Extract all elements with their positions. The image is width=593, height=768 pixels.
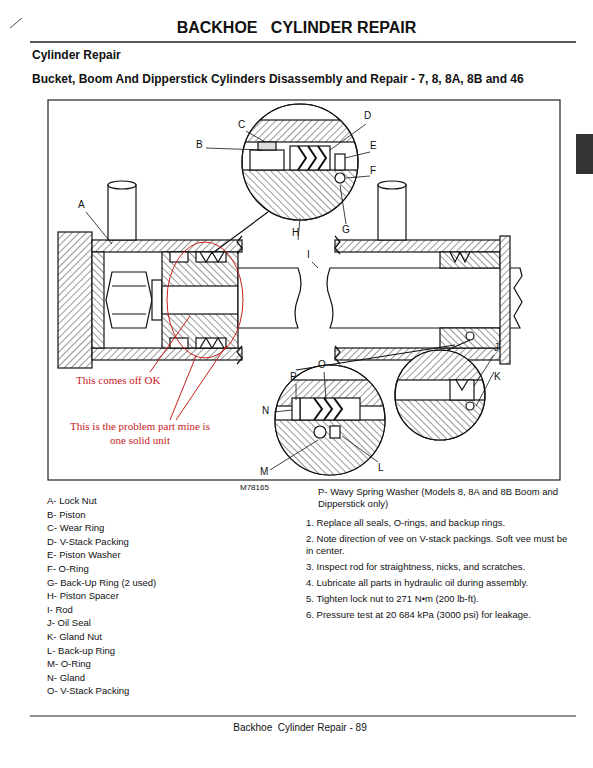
- callout-letter: L: [378, 462, 384, 475]
- section-heading: Cylinder Repair: [32, 48, 332, 63]
- part-legend-item: D- V-Stack Packing: [47, 536, 297, 548]
- part-legend-item: G- Back-Up Ring (2 used): [47, 577, 297, 589]
- repair-step: 4. Lubricate all parts in hydraulic oil …: [306, 577, 568, 589]
- callout-letter: P: [290, 371, 297, 384]
- callout-letter: A: [78, 199, 85, 212]
- repair-step: 6. Pressure test at 20 684 kPa (3000 psi…: [306, 609, 568, 621]
- repair-step: 2. Note direction of vee on V-stack pack…: [306, 533, 568, 557]
- callout-letter: G: [342, 224, 350, 237]
- callout-letter: J: [494, 342, 499, 355]
- callout-letter: E: [370, 140, 377, 153]
- callout-letter: N: [262, 405, 269, 418]
- handwritten-note: This is the problem part mine is one sol…: [70, 420, 210, 448]
- page-footer: Backhoe Cylinder Repair - 89: [160, 722, 440, 735]
- figure-number: M78165: [240, 483, 300, 493]
- callout-letter: F: [370, 165, 376, 178]
- callout-letter: B: [196, 139, 203, 152]
- part-legend-item: I- Rod: [47, 604, 297, 616]
- leader-lines: [86, 124, 494, 470]
- callout-letter: C: [238, 119, 245, 132]
- part-legend-item: N- Gland: [47, 672, 297, 684]
- callout-letter: I: [307, 249, 310, 262]
- part-legend-item: F- O-Ring: [47, 563, 297, 575]
- repair-step: 5. Tighten lock nut to 271 N•m (200 lb-f…: [306, 593, 568, 605]
- repair-step: 1. Replace all seals, O-rings, and backu…: [306, 517, 568, 529]
- red-markup: [150, 242, 243, 420]
- callout-letter: H: [292, 227, 299, 240]
- part-legend-item: H- Piston Spacer: [47, 590, 297, 602]
- part-legend-item: A- Lock Nut: [47, 495, 297, 507]
- subheading: Bucket, Boom And Dipperstick Cylinders D…: [32, 72, 572, 87]
- repair-step: 3. Inspect rod for straightness, nicks, …: [306, 561, 568, 573]
- part-legend-item: K- Gland Nut: [47, 631, 297, 643]
- part-legend-item: B- Piston: [47, 509, 297, 521]
- part-legend-item: J- Oil Seal: [47, 617, 297, 629]
- part-legend-item: L- Back-up Ring: [47, 645, 297, 657]
- section-tab: [576, 134, 593, 174]
- part-legend-item: C- Wear Ring: [47, 522, 297, 534]
- part-legend-item: O- V-Stack Packing: [47, 685, 297, 697]
- part-legend-item: E- Piston Washer: [47, 549, 297, 561]
- callout-letter: O: [318, 359, 326, 372]
- page-title: BACKHOE CYLINDER REPAIR: [100, 18, 493, 38]
- callout-letter: D: [364, 110, 371, 123]
- callout-letter: M: [260, 466, 268, 479]
- handwritten-note: This comes off OK: [76, 374, 196, 388]
- page-rules: [10, 18, 576, 716]
- part-legend-item: M- O-Ring: [47, 658, 297, 670]
- callout-letter: K: [494, 371, 501, 384]
- detail-views: [214, 104, 485, 490]
- part-legend-item: P- Wavy Spring Washer (Models 8, 8A and …: [318, 486, 568, 510]
